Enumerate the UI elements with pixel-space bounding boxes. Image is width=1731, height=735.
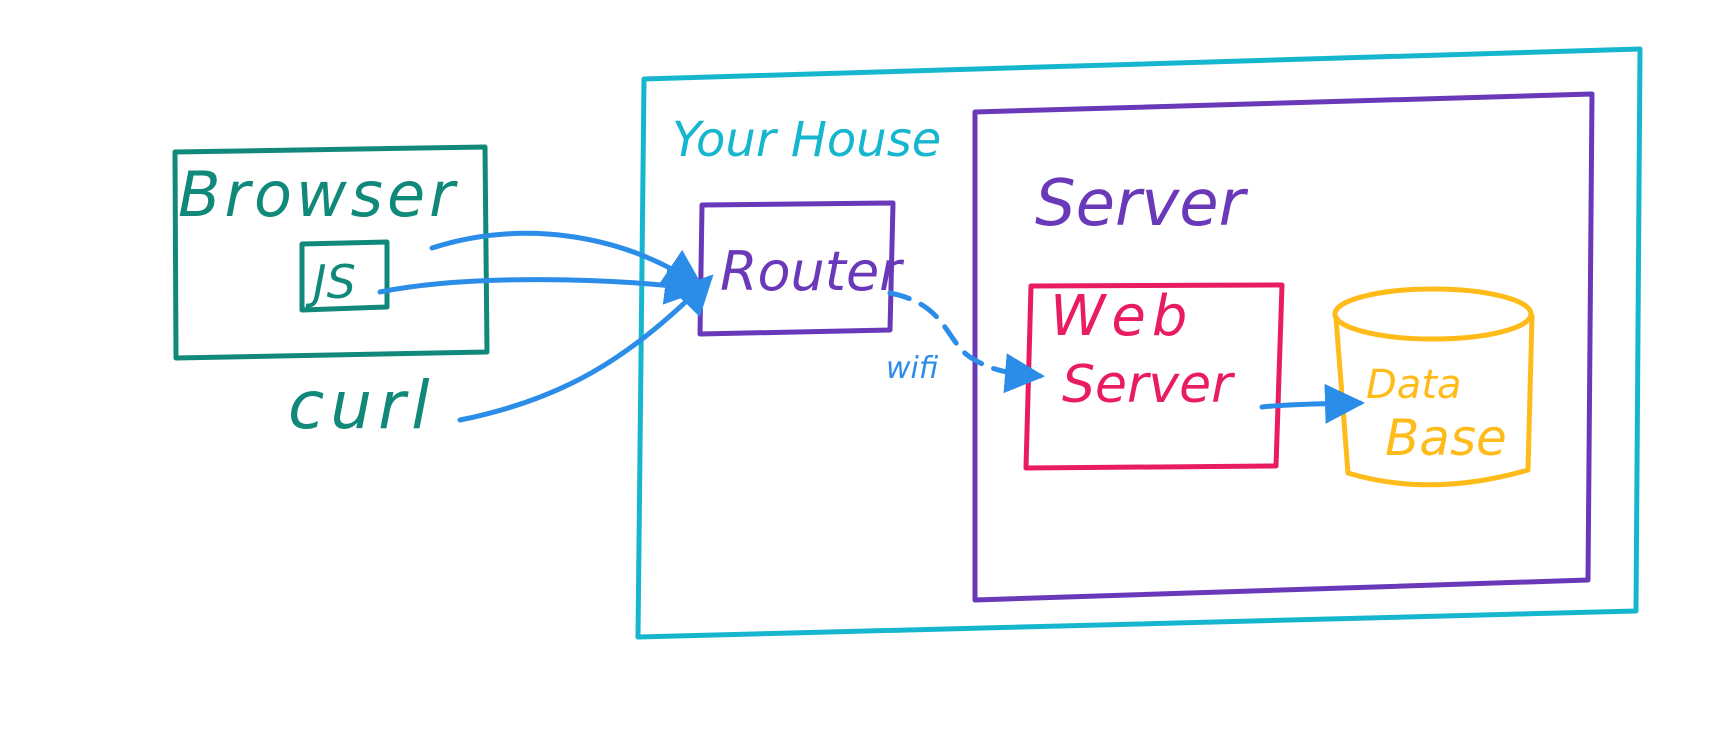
web-server-label-line2: Server — [1062, 355, 1236, 415]
router-box: Router — [697, 200, 904, 337]
arrow-web-server-to-database — [1259, 383, 1365, 424]
web-server-box: Web Server — [1023, 282, 1285, 471]
database-cylinder: Data Base — [1332, 286, 1535, 488]
web-server-label-line1: Web — [1050, 284, 1193, 349]
database-label-line2: Base — [1385, 409, 1507, 467]
database-label-line1: Data — [1366, 362, 1462, 408]
arrow-router-to-web-server — [887, 290, 1045, 394]
router-label: Router — [720, 240, 904, 303]
server-box: Server — [972, 91, 1595, 603]
browser-label: Browser — [178, 158, 459, 231]
arrows: wifi — [377, 230, 1365, 424]
arrow-curl-to-router — [457, 274, 714, 423]
browser-box: Browser — [172, 144, 490, 361]
curl-label: curl — [288, 367, 436, 444]
arrow-js-to-router — [377, 264, 705, 305]
your-house-box: Your House — [635, 46, 1643, 640]
js-box: JS — [299, 239, 390, 313]
wifi-label: wifi — [886, 351, 939, 386]
your-house-label: Your House — [672, 112, 941, 168]
js-label: JS — [305, 255, 356, 309]
server-label: Server — [1035, 167, 1249, 241]
